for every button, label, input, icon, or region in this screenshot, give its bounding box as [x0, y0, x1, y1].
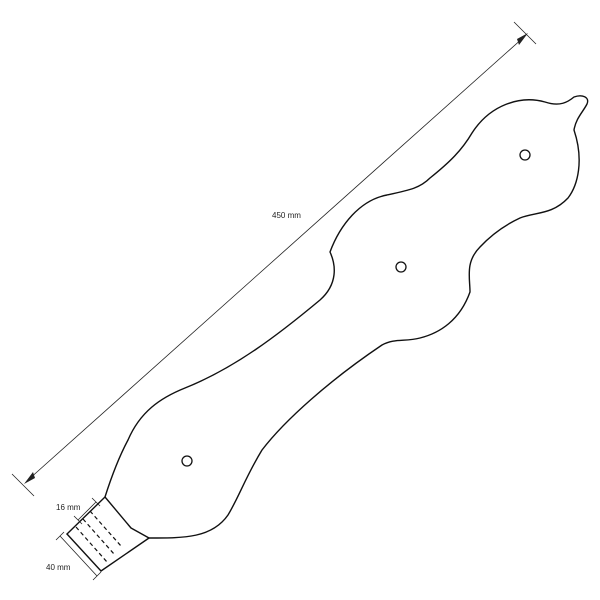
overall-length-label: 450 mm [272, 211, 301, 220]
tab-end-edge [66, 533, 102, 572]
fold-line-2 [82, 518, 115, 555]
fold-line-1 [89, 510, 122, 547]
tab-width-line [77, 501, 97, 521]
overall-length-start-tick [11, 473, 35, 497]
strap-outline [104, 95, 589, 539]
tab-length-label: 40 mm [46, 563, 71, 572]
tab-length-tick-a [55, 531, 65, 541]
overall-length-end-arrow [517, 33, 528, 45]
tab-bottom-edge [100, 537, 150, 572]
overall-length-dimension [11, 21, 537, 497]
tab-width-label: 16 mm [56, 503, 81, 512]
tab-top-edge [66, 496, 106, 535]
tab-width-tick-a [73, 515, 83, 525]
mounting-hole-3 [519, 149, 531, 161]
mounting-hole-2 [395, 261, 407, 273]
tab-width-dimension [73, 497, 101, 525]
tab-length-line [59, 535, 98, 577]
tab-width-tick-b [91, 497, 101, 507]
tab-length-tick-b [92, 571, 102, 581]
fold-line-3 [75, 526, 108, 563]
mounting-hole-1 [181, 455, 193, 467]
overall-length-start-arrow [24, 472, 35, 484]
overall-length-end-tick [513, 21, 537, 45]
tab-length-dimension [55, 531, 102, 581]
overall-length-line [27, 36, 525, 481]
end-tab [66, 496, 150, 572]
